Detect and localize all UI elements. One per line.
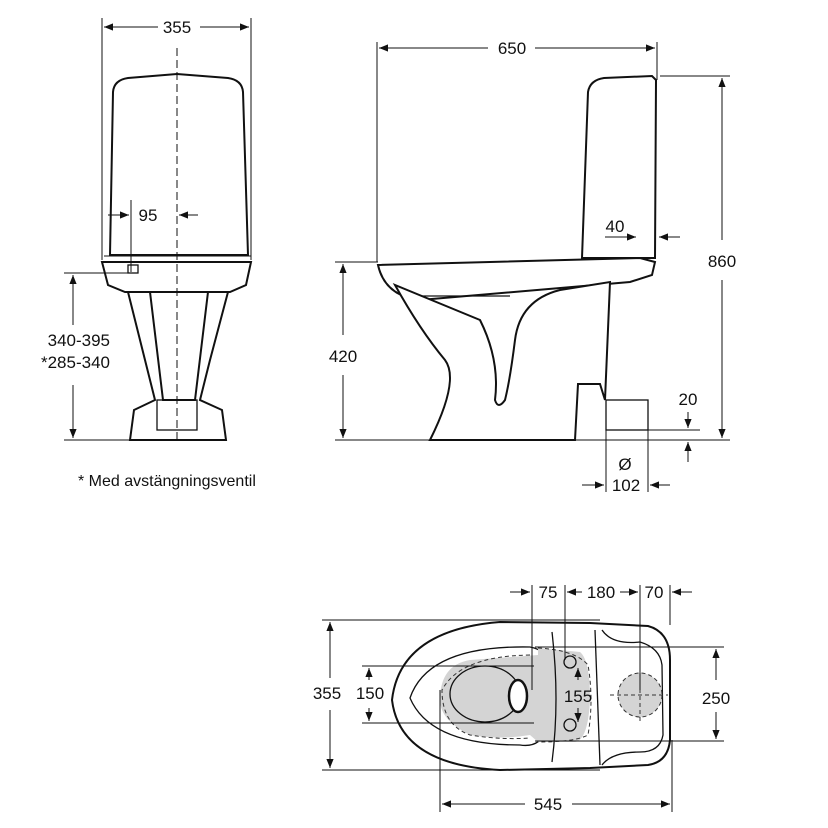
top-tank-width-label: 250 [702,689,730,708]
front-view: 355 95 340-395 *285-340 * Med avstängnin… [41,18,256,490]
side-total-height-label: 860 [708,252,736,271]
top-dim-75-label: 75 [539,583,558,602]
front-width-label: 355 [163,18,191,37]
top-dim-180-label: 180 [587,583,615,602]
front-inlet-height-label: 340-395 [48,331,110,350]
side-diameter-symbol: Ø [618,455,631,474]
top-width-label: 355 [313,684,341,703]
top-dim-70-label: 70 [645,583,664,602]
front-tank [108,72,250,256]
side-tank-offset-label: 40 [606,217,625,236]
side-depth-label: 650 [498,39,526,58]
top-view: 75 180 70 355 150 155 250 545 [313,583,730,814]
side-outlet-diameter-label: 102 [612,476,640,495]
top-length-label: 545 [534,795,562,814]
front-pedestal [126,291,230,441]
side-floor-gap-label: 20 [679,390,698,409]
footnote: * Med avstängningsventil [78,473,256,490]
top-bolt-spacing-label: 150 [356,684,384,703]
side-seat [376,256,657,302]
top-tank-bolt-spacing-label: 155 [564,687,592,706]
side-bowl [392,280,612,441]
front-inlet-height-alt-label: *285-340 [41,353,110,372]
front-outlet-offset-label: 95 [139,206,158,225]
side-tank [580,74,658,259]
side-view: 650 420 860 40 20 Ø 102 [329,39,736,495]
side-outlet [605,399,649,431]
side-seat-height-label: 420 [329,347,357,366]
